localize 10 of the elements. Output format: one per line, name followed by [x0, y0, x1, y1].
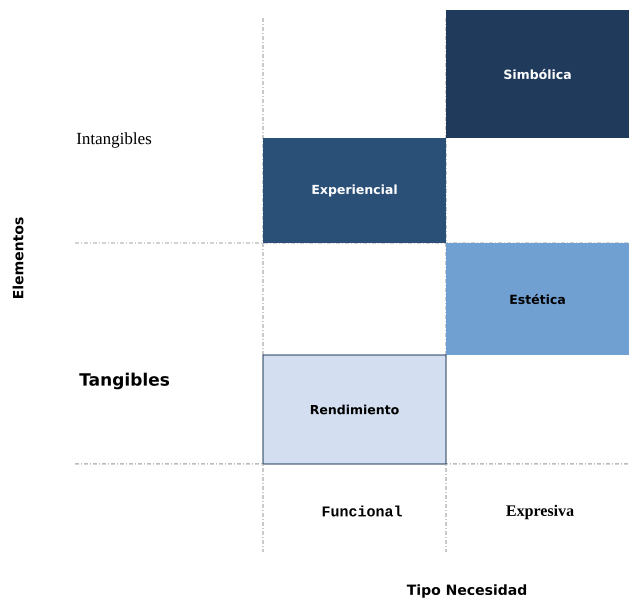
quadrant-box: Estética	[446, 243, 629, 355]
quadrant-box: Simbólica	[446, 10, 629, 138]
axis-title: Tipo Necesidad	[406, 584, 526, 598]
label-text: Funcional	[322, 505, 402, 516]
label-text: Intangibles	[76, 132, 152, 148]
axis-title: Elementos	[12, 217, 24, 298]
quadrant-box: Rendimiento	[262, 354, 446, 464]
quadrant-box: Experiencial	[263, 138, 446, 243]
label-text: Tangibles	[79, 372, 170, 390]
label-text: Expresiva	[506, 504, 574, 520]
